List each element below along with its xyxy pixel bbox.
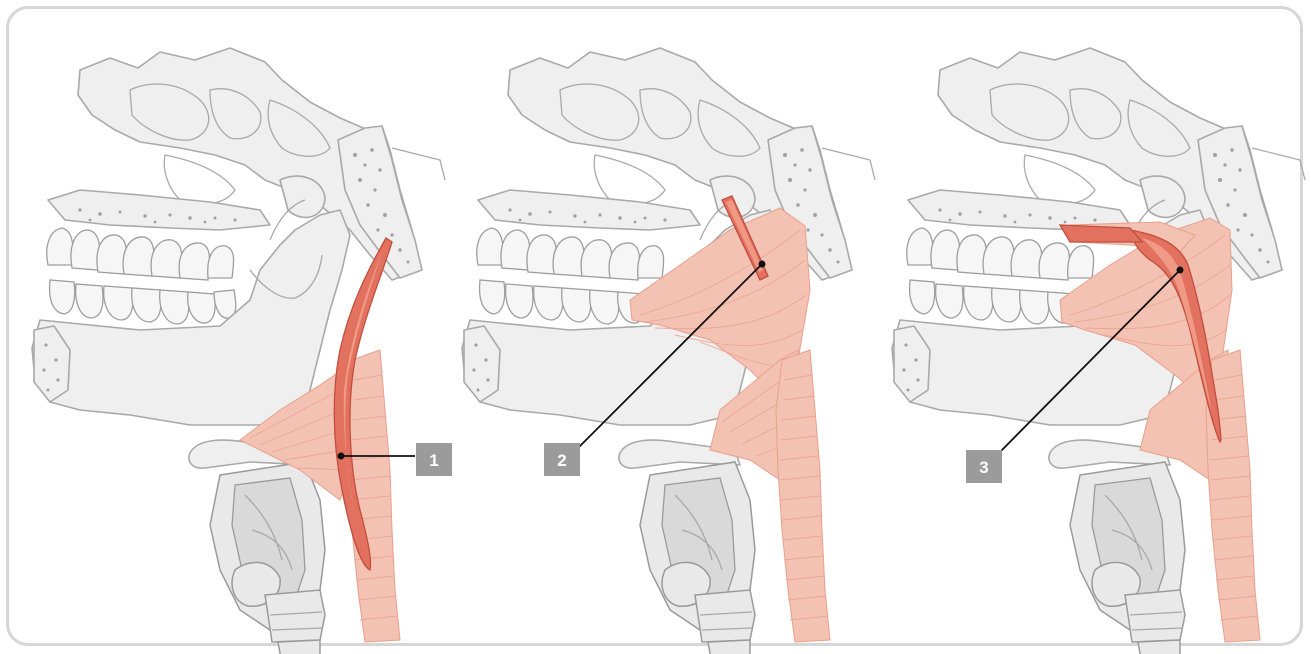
panel-1: 1 [32, 48, 452, 654]
label-3: 3 [979, 458, 988, 477]
panel-2: 2 [462, 48, 875, 654]
panel-3: 3 [892, 48, 1305, 654]
label-1: 1 [429, 451, 438, 470]
label-2: 2 [557, 451, 566, 470]
